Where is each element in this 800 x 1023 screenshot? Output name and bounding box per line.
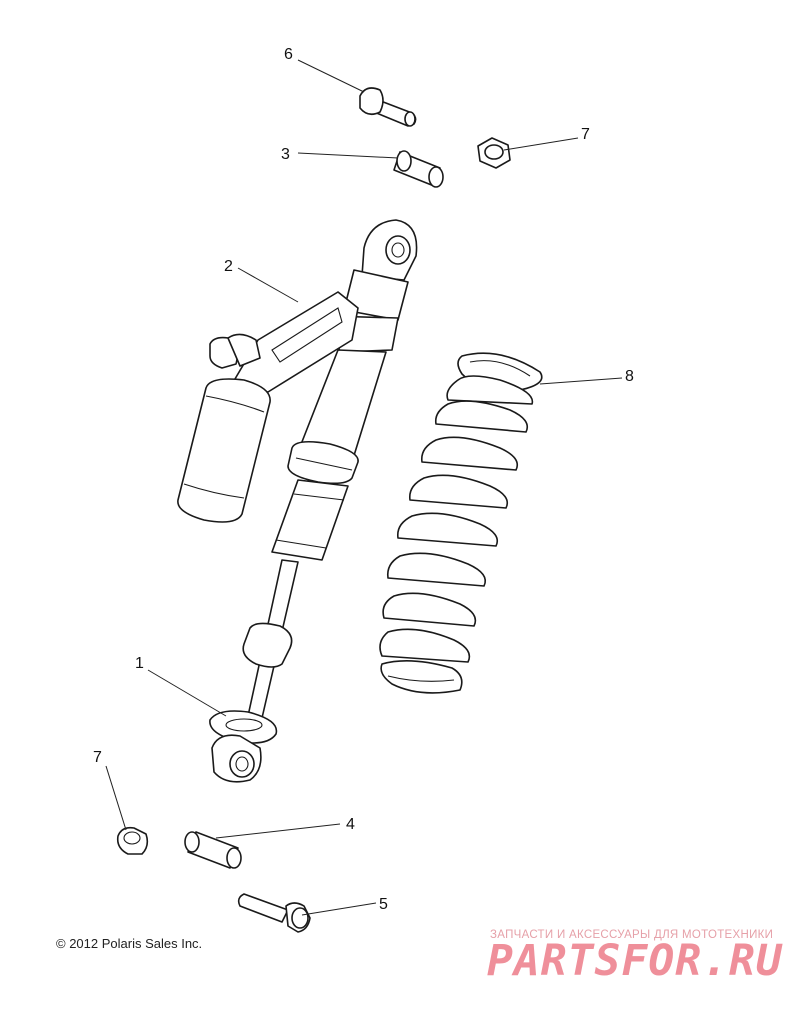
watermark-logo: PARTSFOR.RU [487,936,783,986]
callout-4: 4 [346,816,355,833]
part-2-shock-assembly [177,219,418,719]
copyright-notice: © 2012 Polaris Sales Inc. [56,936,203,951]
part-1-lower-retainer [209,710,278,783]
callout-7-top: 7 [581,126,590,143]
part-8-coil-spring [379,352,543,694]
leader-lines [105,59,623,916]
watermark-tagline: ЗАПЧАСТИ И АКСЕССУАРЫ ДЛЯ МОТОТЕХНИКИ [490,929,774,941]
part-5-lower-bolt [237,893,311,933]
callout-1: 1 [135,655,144,672]
part-7-upper-nut [477,137,511,169]
part-7-lower-nut [116,826,149,855]
part-6-upper-bolt [359,87,417,127]
callout-8: 8 [625,368,634,385]
callout-6: 6 [284,46,293,63]
callout-3: 3 [281,146,290,163]
part-4-lower-sleeve [184,831,242,869]
callout-5: 5 [379,896,388,913]
callout-7-bottom: 7 [93,749,102,766]
callout-2: 2 [224,258,233,275]
part-3-upper-sleeve [393,150,444,188]
